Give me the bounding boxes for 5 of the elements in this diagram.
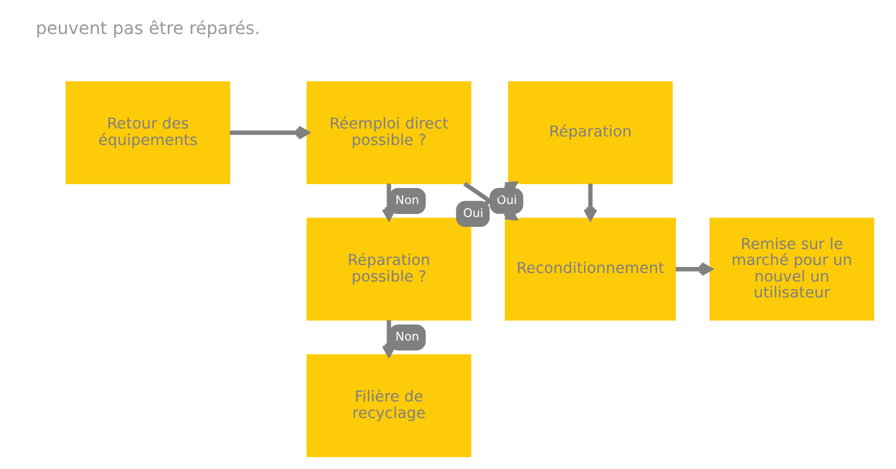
edge-label: Non: [394, 330, 419, 344]
label: peuvent pas être réparés.: [35, 18, 260, 39]
edge-label: Oui: [496, 192, 516, 207]
edge-label: Non: [394, 193, 419, 208]
edge-label: Oui: [462, 206, 483, 220]
